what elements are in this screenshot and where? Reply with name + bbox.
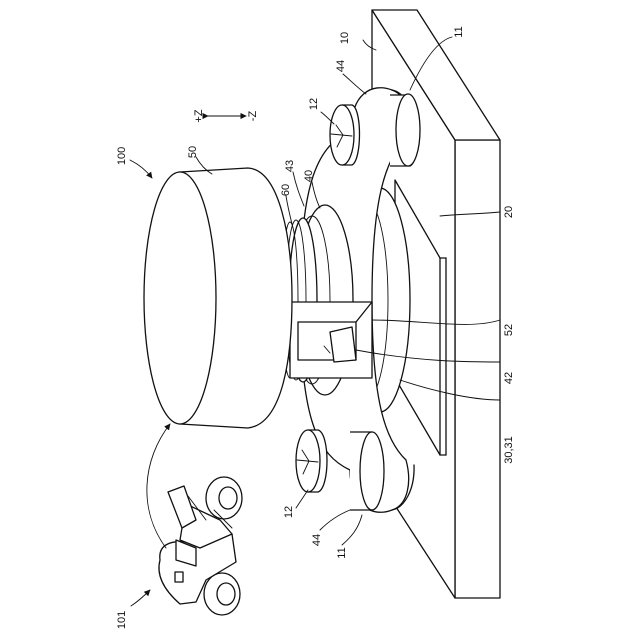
label-43: 43 [284, 160, 296, 172]
motorcycle-101 [159, 477, 242, 615]
label-44-bottom: 44 [311, 534, 323, 546]
label-101: 101 [116, 611, 128, 629]
spacer-11-bottom [350, 432, 384, 510]
label-60: 60 [280, 184, 292, 196]
label-44-top: 44 [335, 60, 347, 72]
label-12-top: 12 [308, 98, 320, 110]
axis-label-plus-z: +Z [193, 109, 205, 122]
axis-label-minus-z: -Z [247, 111, 259, 122]
installation-arrow [147, 424, 170, 548]
spacer-11-top [390, 94, 420, 166]
label-42: 42 [503, 372, 515, 384]
label-40: 40 [303, 170, 315, 182]
label-12-bottom: 12 [283, 506, 295, 518]
label-11-bottom: 11 [336, 547, 348, 558]
label-100: 100 [116, 147, 128, 165]
label-30-31: 30,31 [503, 436, 515, 464]
screw-12-top [330, 105, 360, 165]
label-52: 52 [503, 324, 515, 336]
disc-50 [144, 168, 292, 428]
label-20: 20 [503, 206, 515, 218]
label-11-top: 11 [453, 26, 465, 37]
label-50: 50 [187, 146, 199, 158]
screw-12-bottom [296, 430, 327, 492]
label-10: 10 [339, 32, 351, 44]
